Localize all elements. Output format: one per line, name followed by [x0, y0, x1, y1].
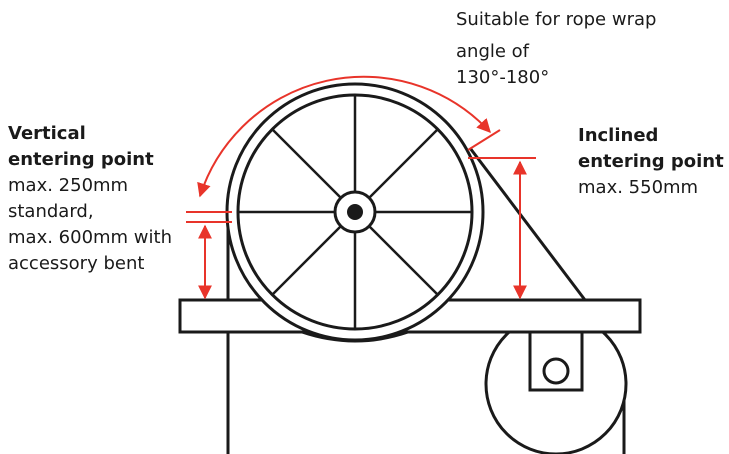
inclined-rope	[468, 147, 587, 301]
sheave-hub	[347, 204, 363, 220]
vertical-entry-line1: max. 250mm	[8, 175, 129, 196]
wrap-angle-line2: angle of	[456, 41, 530, 62]
wrap-angle-arc	[197, 75, 491, 198]
vertical-entry-line4: accessory bent	[8, 253, 145, 274]
vertical-entry-title1: Vertical	[8, 123, 86, 144]
wrap-angle-line3: 130°-180°	[456, 67, 550, 88]
traction-sheave	[225, 82, 485, 342]
lower-housing	[226, 330, 409, 454]
lower-pulley	[484, 312, 628, 454]
vertical-entry-line3: max. 600mm with	[8, 227, 172, 248]
inclined-entry-title2: entering point	[578, 151, 724, 172]
vertical-entry-line2: standard,	[8, 201, 94, 222]
inclined-entry-title1: Inclined	[578, 125, 659, 146]
wrap-angle-line1: Suitable for rope wrap	[456, 9, 657, 30]
dimension-graphics	[186, 75, 536, 300]
wrap-angle-leader	[467, 129, 501, 151]
inclined-entry-line1: max. 550mm	[578, 177, 699, 198]
vertical-entry-title2: entering point	[8, 149, 154, 170]
